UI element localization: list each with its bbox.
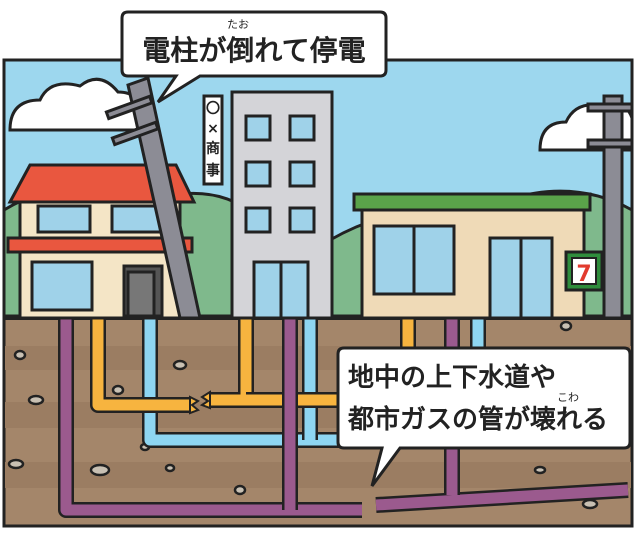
utility-pole bbox=[586, 94, 634, 320]
fallen-utility-pole bbox=[104, 76, 202, 320]
office-sign-char-1: 〇 bbox=[206, 100, 220, 117]
bottom-bubble-line2: 都市ガスの管が壊れる bbox=[347, 404, 608, 435]
top-bubble-text: 電柱が倒れて停電 bbox=[142, 34, 365, 67]
pipe-break-marks bbox=[189, 390, 211, 415]
top-bubble-ruby: たお bbox=[227, 18, 249, 31]
bottom-speech-bubble: 地中の上下水道や こわ 都市ガスの管が壊れる bbox=[336, 346, 632, 487]
top-speech-bubble: たお 電柱が倒れて停電 bbox=[120, 10, 388, 104]
office-sign-char-3: 商 bbox=[206, 140, 220, 157]
office-sign-char-4: 事 bbox=[206, 162, 220, 179]
house bbox=[6, 163, 197, 320]
bottom-bubble-ruby: こわ bbox=[557, 391, 579, 404]
store-sign-number: 7 bbox=[576, 262, 591, 287]
office-sign: 〇 × 商 事 bbox=[202, 94, 224, 186]
convenience-store bbox=[352, 192, 604, 320]
bottom-bubble-line1: 地中の上下水道や bbox=[348, 362, 556, 393]
office-building bbox=[230, 90, 334, 320]
office-sign-char-2: × bbox=[207, 121, 219, 137]
